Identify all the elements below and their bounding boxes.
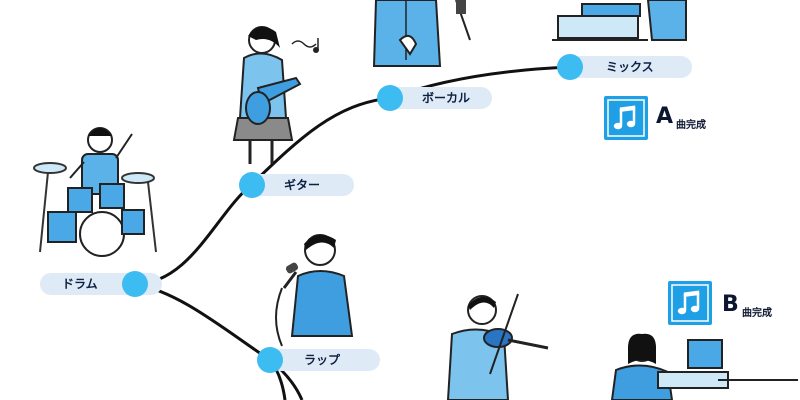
violinist-illustration [446, 293, 549, 400]
node-dot-rap [257, 347, 283, 373]
guitarist-illustration [232, 26, 319, 164]
node-label-mix: ミックス [568, 56, 692, 78]
node-dot-mix [557, 54, 583, 80]
music-note-glyph [671, 284, 709, 322]
node-label-guitar: ギター [250, 174, 354, 196]
producer-illustration [610, 333, 798, 400]
branch-drum-rap [134, 282, 271, 362]
node-label-vocal: ボーカル [388, 87, 492, 109]
mix-engineer-illustration [552, 0, 687, 41]
song-b-complete-text: 曲完成 [742, 308, 772, 319]
song-b-letter: B [722, 292, 739, 317]
song-a-complete-text: 曲完成 [676, 120, 706, 131]
drummer-illustration [33, 127, 157, 257]
rapper-illustration [275, 234, 354, 347]
node-dot-vocal [377, 85, 403, 111]
branch-guitar-vocal [250, 96, 391, 186]
song-a-letter: A [656, 104, 674, 129]
node-dot-drum [122, 271, 148, 297]
vocalist-illustration [372, 0, 471, 67]
node-label-rap: ラップ [270, 349, 380, 371]
music-note-glyph [607, 99, 645, 137]
node-dot-guitar [239, 172, 265, 198]
music-note-icon [604, 96, 648, 140]
music-note-icon [668, 281, 712, 325]
